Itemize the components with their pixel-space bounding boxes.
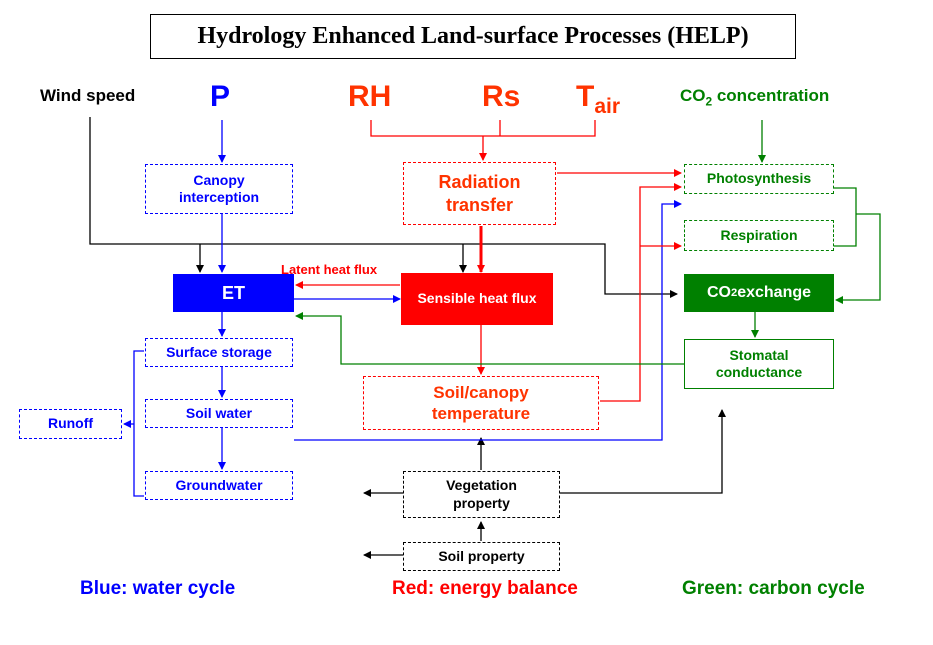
soil-water-text: Soil water	[185, 404, 253, 421]
runoff-box: Runoff	[19, 409, 122, 439]
groundwater-text: Groundwater	[175, 476, 263, 493]
radiation-transfer-box: Radiation transfer	[403, 162, 556, 225]
wind-speed-connectors	[89, 117, 726, 559]
sensible-heat-flux-text: Sensible heat flux	[417, 290, 537, 307]
wind-trunk-line	[89, 117, 678, 298]
vegetation-property-text: Vegetation property	[446, 477, 517, 511]
vegetation-property-box: Vegetation property	[403, 471, 560, 518]
rh-label: RH	[348, 80, 392, 113]
legend-energy-balance: Red: energy balance	[392, 578, 578, 599]
stomatal-to-et-arrow	[295, 312, 684, 365]
precip-label: P	[210, 80, 231, 113]
surface-storage-box: Surface storage	[145, 338, 293, 367]
soil-water-box: Soil water	[145, 399, 293, 428]
carbon-connectors	[295, 120, 881, 365]
tair-main: T	[576, 80, 595, 113]
wind-speed-label: Wind speed	[40, 86, 136, 105]
storage-collector-line	[133, 350, 144, 497]
co2-exchange-rest: exchange	[737, 284, 812, 301]
co2-rest: concentration	[712, 86, 830, 105]
soil-property-text: Soil property	[438, 547, 525, 564]
soilwater-to-photosynthesis-arrow	[294, 200, 682, 441]
co2-concentration-label: CO2 concentration	[680, 86, 829, 108]
rs-label: Rs	[482, 80, 521, 113]
soilcanopy-to-photosynthesis-arrow	[600, 183, 682, 402]
stomatal-conductance-box: Stomatal conductance	[684, 339, 834, 389]
bracket-to-co2exchange-arrow	[835, 213, 881, 304]
co2-sub: 2	[705, 94, 713, 109]
soil-canopy-temperature-box: Soil/canopy temperature	[363, 376, 599, 430]
diagram-title: Hydrology Enhanced Land-surface Processe…	[150, 14, 796, 59]
et-box: ET	[173, 274, 294, 312]
et-text: ET	[221, 282, 245, 303]
co2-exchange-sub: 2	[730, 287, 738, 299]
canopy-interception-text: Canopy interception	[178, 171, 260, 206]
photosynthesis-box: Photosynthesis	[684, 164, 834, 194]
energy-connectors	[295, 120, 682, 402]
surface-storage-text: Surface storage	[166, 343, 272, 360]
soil-canopy-temperature-text: Soil/canopy temperature	[431, 382, 531, 423]
tair-sub: air	[594, 95, 621, 118]
legend-water-cycle: Blue: water cycle	[80, 578, 236, 599]
latent-heat-flux-label: Latent heat flux	[281, 262, 378, 277]
stomatal-conductance-text: Stomatal conductance	[715, 346, 803, 381]
radiation-transfer-text: Radiation transfer	[438, 172, 521, 215]
met-inputs-bracket	[370, 120, 596, 137]
co2-main: CO	[680, 86, 706, 105]
vegetation-to-stomatal-arrow	[560, 409, 726, 494]
legend-carbon-cycle: Green: carbon cycle	[682, 578, 865, 599]
photosynthesis-text: Photosynthesis	[706, 170, 812, 187]
sensible-heat-flux-box: Sensible heat flux	[401, 273, 553, 325]
respiration-box: Respiration	[684, 220, 834, 251]
soil-property-box: Soil property	[403, 542, 560, 571]
water-cycle-connectors	[123, 120, 682, 497]
runoff-text: Runoff	[47, 415, 94, 432]
photo-resp-bracket	[834, 187, 857, 247]
canopy-interception-box: Canopy interception	[145, 164, 293, 214]
co2-exchange-main: CO	[706, 284, 731, 301]
tair-label: Tair	[576, 80, 620, 119]
groundwater-box: Groundwater	[145, 471, 293, 500]
respiration-text: Respiration	[720, 226, 798, 243]
